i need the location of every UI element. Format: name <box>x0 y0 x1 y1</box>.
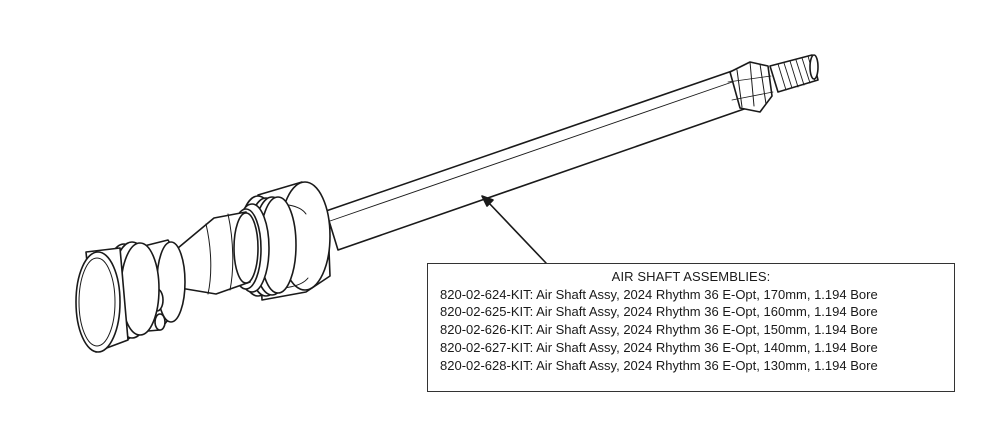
part-description: Air Shaft Assy, 2024 Rhythm 36 E-Opt, 14… <box>536 339 878 355</box>
part-description: Air Shaft Assy, 2024 Rhythm 36 E-Opt, 15… <box>536 322 878 338</box>
shaft-tube <box>325 69 748 251</box>
part-number: 820-02-627-KIT <box>440 339 530 355</box>
callout-title: AIR SHAFT ASSEMBLIES: <box>611 269 771 284</box>
leader-arrow <box>481 195 547 264</box>
part-number: 820-02-628-KIT <box>440 357 530 373</box>
part-line: 820-02-625-KIT: Air Shaft Assy, 2024 Rhy… <box>440 304 878 320</box>
part-line: 820-02-626-KIT: Air Shaft Assy, 2024 Rhy… <box>440 322 878 338</box>
part-line: 820-02-624-KIT: Air Shaft Assy, 2024 Rhy… <box>440 286 878 302</box>
part-number: 820-02-624-KIT <box>440 286 530 302</box>
part-number: 820-02-625-KIT <box>440 304 530 320</box>
part-description: Air Shaft Assy, 2024 Rhythm 36 E-Opt, 17… <box>536 286 878 302</box>
part-description: Air Shaft Assy, 2024 Rhythm 36 E-Opt, 13… <box>536 357 878 373</box>
part-line: 820-02-628-KIT: Air Shaft Assy, 2024 Rhy… <box>440 357 878 373</box>
tapered-neck <box>177 211 259 295</box>
part-callout-box: AIR SHAFT ASSEMBLIES: 820-02-624-KIT: Ai… <box>427 263 955 392</box>
threaded-tip <box>769 54 819 93</box>
part-number: 820-02-626-KIT <box>440 322 530 338</box>
end-cap <box>75 247 129 353</box>
part-line: 820-02-627-KIT: Air Shaft Assy, 2024 Rhy… <box>440 339 878 355</box>
hex-nut <box>727 61 774 113</box>
part-description: Air Shaft Assy, 2024 Rhythm 36 E-Opt, 16… <box>536 304 878 320</box>
